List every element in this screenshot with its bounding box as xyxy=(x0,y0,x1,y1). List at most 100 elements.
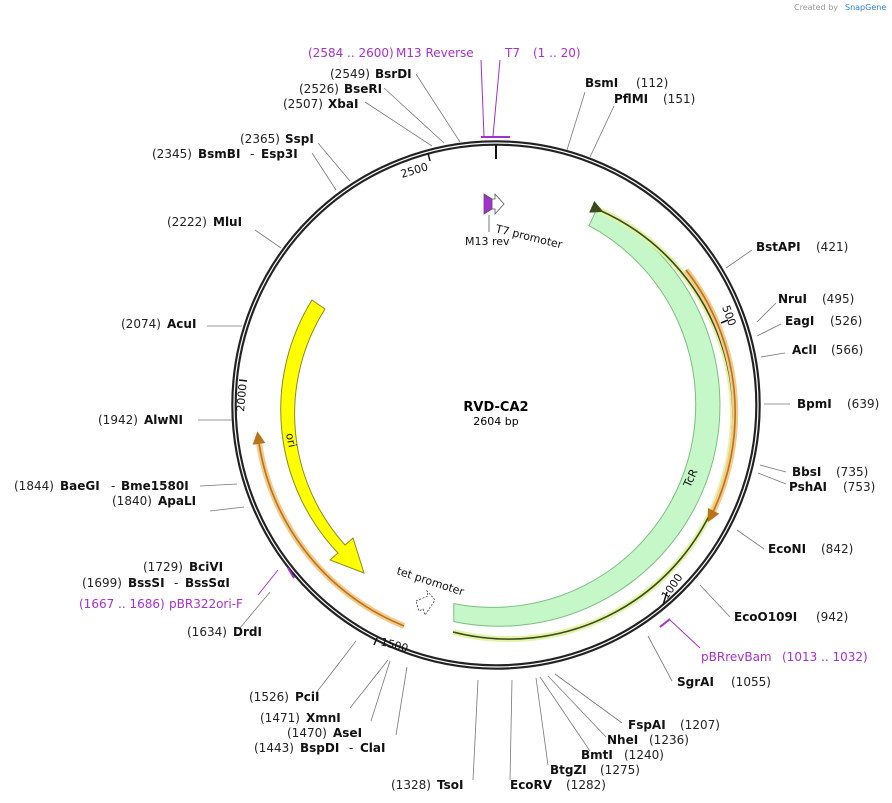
ori-label: ori xyxy=(283,432,299,449)
acli-site[interactable]: AclI xyxy=(792,343,817,357)
apali-site[interactable]: ApaLI xyxy=(158,494,196,508)
t7-primer-range: (1 .. 20) xyxy=(533,46,581,60)
ori-feature[interactable] xyxy=(280,299,365,574)
bcivi-position: (1729) xyxy=(143,560,183,574)
sgrai-site[interactable]: SgrAI xyxy=(677,675,714,689)
xbai-position: (2507) xyxy=(283,97,323,111)
bsmbi-dash: - xyxy=(250,147,254,161)
mlui-position: (2222) xyxy=(167,215,207,229)
tick-2500: 2500 xyxy=(399,160,430,181)
ecorv-site[interactable]: EcoRV xyxy=(510,778,553,792)
tsoi-position: (1328) xyxy=(391,778,431,792)
eagi-position: (526) xyxy=(830,314,862,328)
m13-reverse-name[interactable]: M13 Reverse xyxy=(396,46,474,60)
bsssai-site[interactable]: BssSαI xyxy=(185,576,230,590)
bme1580i-site[interactable]: Bme1580I xyxy=(121,479,189,493)
bsmbi-site[interactable]: BsmBI xyxy=(198,147,240,161)
pshai-site[interactable]: PshAI xyxy=(789,480,827,494)
bpmi-site[interactable]: BpmI xyxy=(797,397,832,411)
btgzi-position: (1275) xyxy=(600,763,640,777)
bbsi-site[interactable]: BbsI xyxy=(792,465,821,479)
bsmbi-position: (2345) xyxy=(152,147,192,161)
xmni-site[interactable]: XmnI xyxy=(306,711,341,725)
econi-site[interactable]: EcoNI xyxy=(768,542,806,556)
left-orf xyxy=(252,431,405,627)
tick-1500-mark xyxy=(373,637,378,646)
nrui-site[interactable]: NruI xyxy=(778,292,807,306)
pshai-position: (753) xyxy=(843,480,875,494)
fspai-site[interactable]: FspAI xyxy=(628,718,666,732)
alwni-site[interactable]: AlwNI xyxy=(144,413,183,427)
tet-promoter-arrow[interactable] xyxy=(415,589,436,616)
bsmi-site[interactable]: BsmI xyxy=(585,76,618,90)
alwni-position: (1942) xyxy=(98,413,138,427)
right-orf xyxy=(685,269,736,523)
eco0109i-site[interactable]: EcoO109I xyxy=(734,610,797,624)
pbr322ori-f-range: (1667 .. 1686) xyxy=(79,597,165,611)
btgzi-site[interactable]: BtgZI xyxy=(550,763,587,777)
t7-primer-name[interactable]: T7 xyxy=(504,46,520,60)
pbrrevbam-bar[interactable] xyxy=(659,618,671,628)
bsssi-site[interactable]: BssSI xyxy=(128,576,165,590)
tick-1500: 1500 xyxy=(379,635,409,655)
eco0109i-position: (942) xyxy=(816,610,848,624)
bsrdi-site[interactable]: BsrDI xyxy=(375,67,412,81)
nhei-position: (1236) xyxy=(649,733,689,747)
m13-rev-label: M13 rev xyxy=(465,235,510,248)
bcivi-site[interactable]: BciVI xyxy=(189,560,223,574)
tick-2500-mark xyxy=(427,152,431,162)
baegi-dash: - xyxy=(111,479,115,493)
clai-site[interactable]: ClaI xyxy=(360,741,385,755)
bbsi-position: (735) xyxy=(836,465,868,479)
tcr-feature[interactable] xyxy=(453,206,721,627)
tet-promoter-label: tet promoter xyxy=(395,564,466,598)
tsoi-site[interactable]: TsoI xyxy=(437,778,463,792)
acli-position: (566) xyxy=(831,343,863,357)
asei-position: (1470) xyxy=(287,726,327,740)
pbrrevbam-name[interactable]: pBRrevBam xyxy=(701,650,772,664)
tick-2000: 2000 xyxy=(234,383,249,412)
bseri-site[interactable]: BseRI xyxy=(344,82,382,96)
pbr322ori-f-name[interactable]: pBR322ori-F xyxy=(169,597,243,611)
acui-site[interactable]: AcuI xyxy=(167,317,196,331)
bsssi-dash: - xyxy=(174,576,178,590)
bstapi-position: (421) xyxy=(816,240,848,254)
backbone-inner-line xyxy=(233,142,759,668)
drdi-site[interactable]: DrdI xyxy=(233,625,262,639)
pbrrevbam-leader xyxy=(669,619,701,649)
bspdi-position: (1443) xyxy=(254,741,294,755)
bstapi-site[interactable]: BstAPI xyxy=(756,240,801,254)
t7-promoter-arrow[interactable] xyxy=(491,192,505,216)
baegi-site[interactable]: BaeGI xyxy=(60,479,100,493)
nrui-position: (495) xyxy=(822,292,854,306)
bpmi-position: (639) xyxy=(847,397,879,411)
asei-site[interactable]: AseI xyxy=(333,726,362,740)
tick-2000-mark xyxy=(238,379,248,382)
apali-position: (1840) xyxy=(112,494,152,508)
m13-rev-arrow[interactable] xyxy=(483,193,493,215)
xbai-site[interactable]: XbaI xyxy=(328,97,358,111)
sspi-site[interactable]: SspI xyxy=(285,132,314,146)
pflmi-site[interactable]: PflMI xyxy=(614,92,648,106)
snapgene-logo: SnapGene xyxy=(845,3,886,12)
bseri-position: (2526) xyxy=(299,82,339,96)
bsssi-position: (1699) xyxy=(82,576,122,590)
tick-500-mark xyxy=(720,319,729,324)
pcii-position: (1526) xyxy=(249,690,289,704)
bmti-site[interactable]: BmtI xyxy=(581,748,613,762)
mlui-site[interactable]: MluI xyxy=(213,215,242,229)
fspai-position: (1207) xyxy=(680,718,720,732)
pcii-site[interactable]: PciI xyxy=(295,690,320,704)
acui-position: (2074) xyxy=(121,317,161,331)
bspdi-site[interactable]: BspDI xyxy=(300,741,339,755)
sgrai-position: (1055) xyxy=(731,675,771,689)
xmni-position: (1471) xyxy=(260,711,300,725)
nhei-site[interactable]: NheI xyxy=(607,733,638,747)
bspdi-dash: - xyxy=(349,741,353,755)
t7-primer-leader xyxy=(492,59,501,137)
drdi-position: (1634) xyxy=(187,625,227,639)
eagi-site[interactable]: EagI xyxy=(785,314,814,328)
esp3i-site[interactable]: Esp3I xyxy=(261,147,298,161)
pbr322ori-f-bar[interactable] xyxy=(287,567,295,579)
baegi-position: (1844) xyxy=(14,479,54,493)
